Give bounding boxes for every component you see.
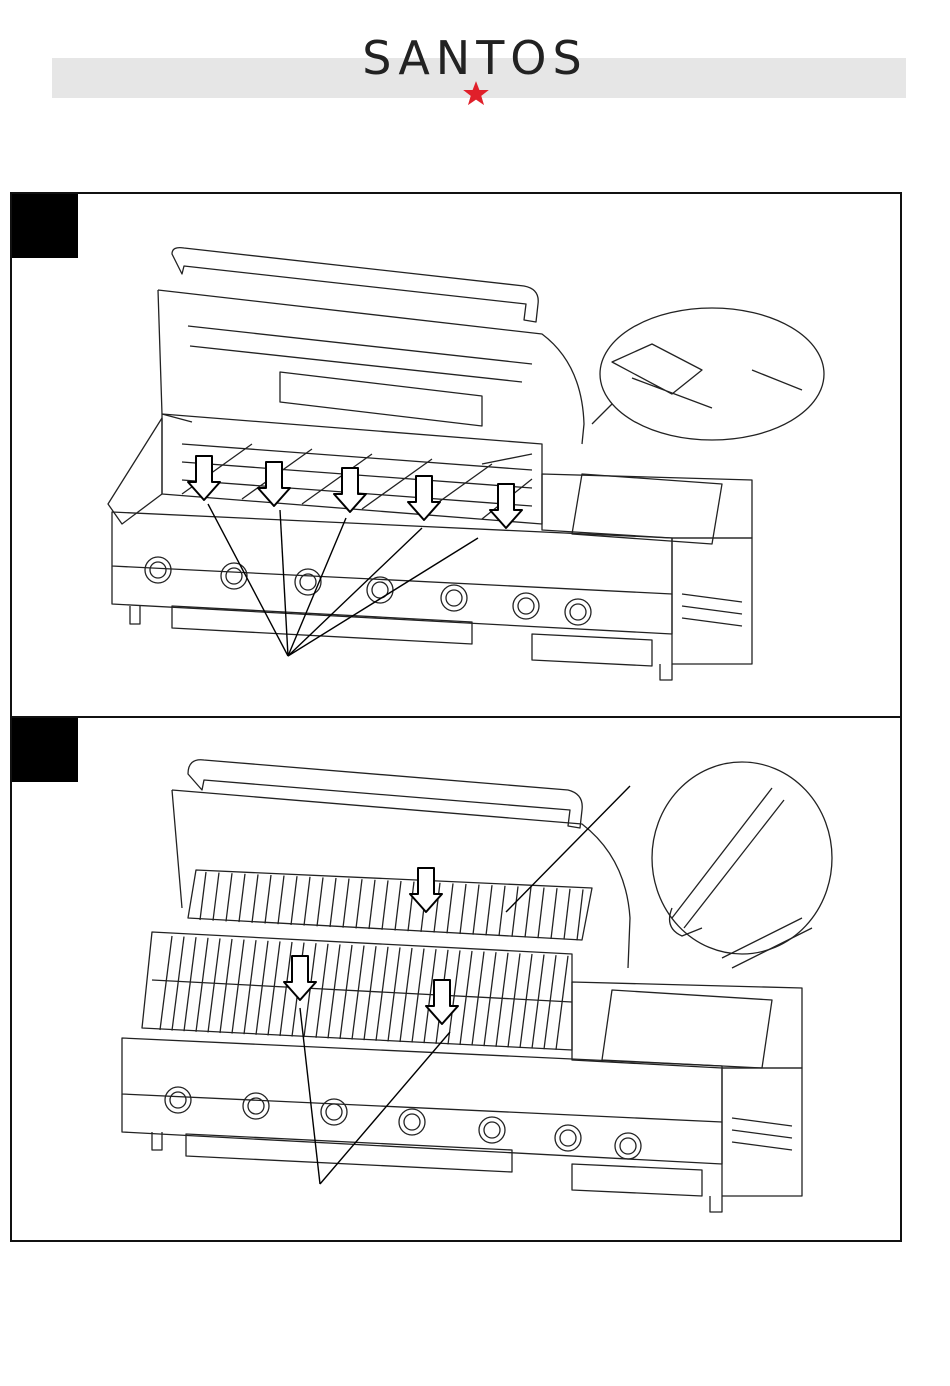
control-knob — [399, 1109, 425, 1135]
control-knob — [243, 1093, 269, 1119]
star-icon — [462, 80, 490, 108]
control-knob — [295, 569, 321, 595]
grill-illustration-step-2 — [12, 718, 900, 1240]
control-knob — [479, 1117, 505, 1143]
control-knob — [615, 1133, 641, 1159]
control-knob — [565, 599, 591, 625]
callout-line — [288, 528, 422, 656]
grill-illustration-step-1 — [12, 194, 900, 716]
control-knob — [145, 557, 171, 583]
callout-line — [288, 538, 478, 656]
control-knob — [555, 1125, 581, 1151]
brand-name: SANTOS — [340, 30, 610, 86]
control-knob — [165, 1087, 191, 1113]
control-knob — [221, 563, 247, 589]
callout-line — [208, 504, 288, 656]
callout-line — [506, 786, 630, 912]
step-panel-2 — [10, 716, 902, 1242]
santos-logo: SANTOS — [340, 30, 610, 110]
control-knob — [441, 585, 467, 611]
control-knob — [321, 1099, 347, 1125]
down-arrow-icon — [334, 468, 366, 512]
control-knob — [513, 593, 539, 619]
step-panel-1 — [10, 192, 902, 718]
